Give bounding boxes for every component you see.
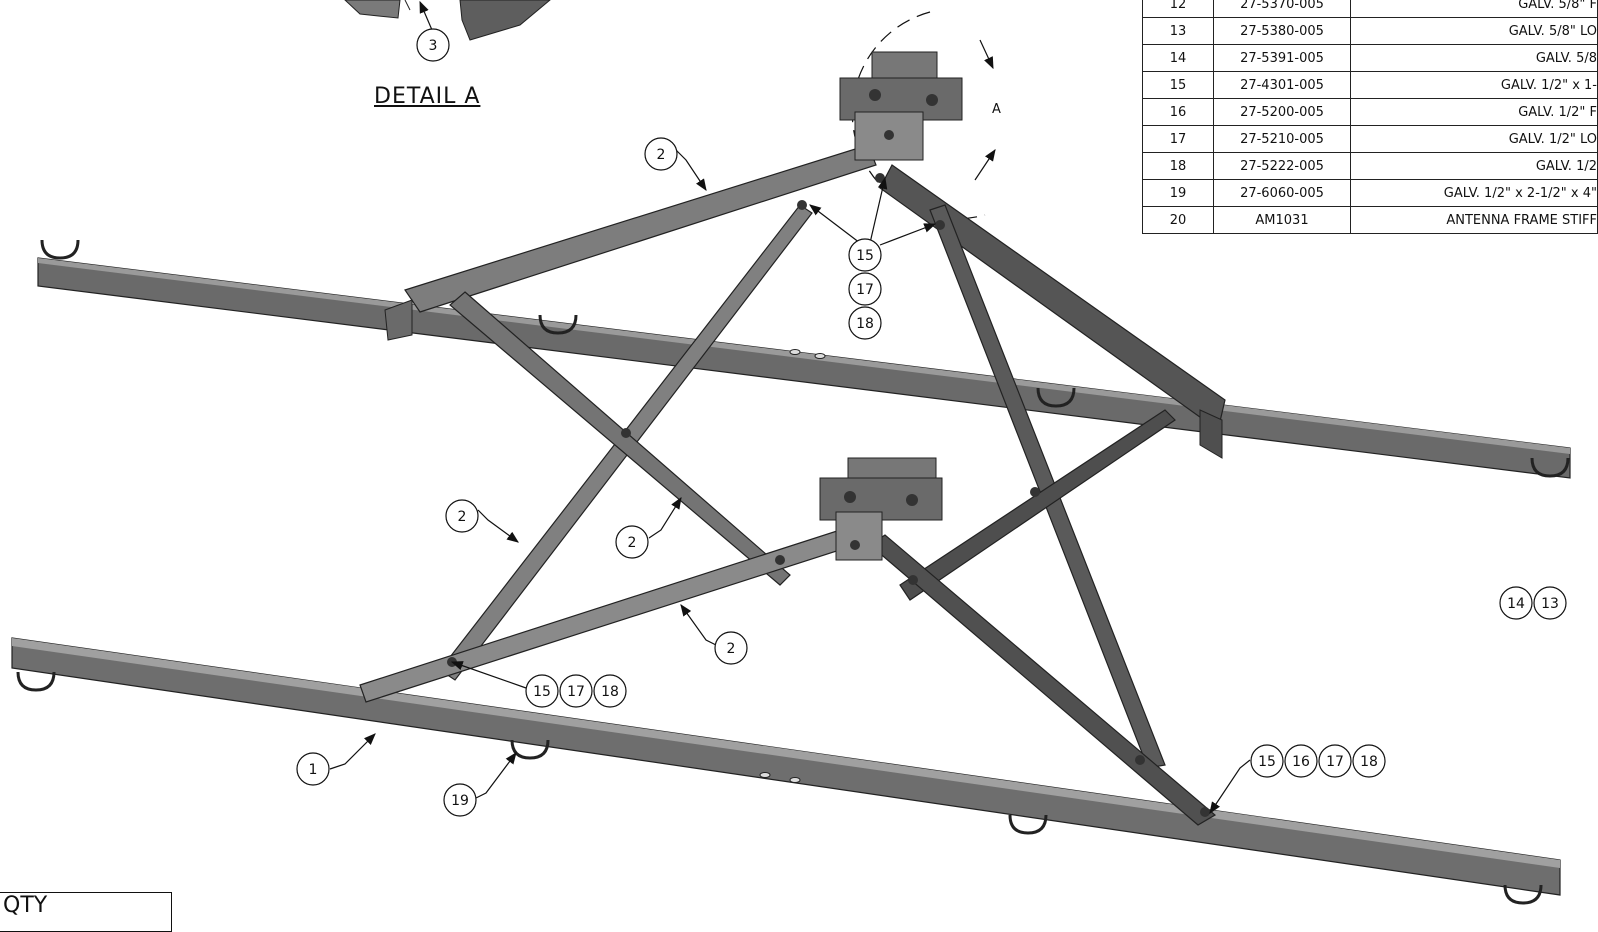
bom-description: GALV. 1/2 [1350, 152, 1598, 180]
bom-description: GALV. 1/2" LO [1350, 125, 1598, 153]
bom-part-number: 27-5380-005 [1213, 17, 1351, 45]
bom-description: GALV. 5/8" LO [1350, 17, 1598, 45]
balloon-19: 19 [443, 783, 477, 817]
svg-text:2: 2 [727, 641, 736, 657]
bottom-pipe-clamp [819, 457, 943, 561]
svg-text:17: 17 [567, 684, 585, 700]
qty-header-box: QTY [0, 892, 172, 932]
bom-part-number: 27-6060-005 [1213, 179, 1351, 207]
balloon-17-right: 17 [1318, 744, 1352, 778]
svg-text:3: 3 [429, 38, 438, 54]
svg-text:18: 18 [601, 684, 619, 700]
balloon-16-right: 16 [1284, 744, 1318, 778]
svg-text:14: 14 [1507, 596, 1525, 612]
detail-a-fragment [344, 0, 551, 41]
bom-part-number: 27-5370-005 [1213, 0, 1351, 18]
svg-text:1: 1 [309, 762, 318, 778]
bom-item-number: 12 [1142, 0, 1214, 18]
svg-text:13: 13 [1541, 596, 1559, 612]
balloon-14: 14 [1499, 586, 1533, 620]
bolt-heads [447, 200, 1210, 817]
bom-part-number: AM1031 [1213, 206, 1351, 234]
bom-part-number: 27-5200-005 [1213, 98, 1351, 126]
svg-text:2: 2 [458, 509, 467, 525]
upper-frame-arms [384, 144, 1226, 459]
balloon-2-bottom: 2 [714, 631, 748, 665]
bom-item-number: 15 [1142, 71, 1214, 99]
svg-text:19: 19 [451, 793, 469, 809]
svg-text:16: 16 [1292, 754, 1310, 770]
balloon-2-left: 2 [445, 499, 479, 533]
bom-item-number: 14 [1142, 44, 1214, 72]
balloon-18-left: 18 [593, 674, 627, 708]
upper-cross-bar [37, 257, 1571, 479]
balloon-17-left: 17 [559, 674, 593, 708]
balloon-1: 1 [296, 752, 330, 786]
svg-text:2: 2 [628, 535, 637, 551]
svg-text:15: 15 [1258, 754, 1276, 770]
bom-item-number: 20 [1142, 206, 1214, 234]
top-pipe-clamp [839, 51, 963, 183]
bom-description: GALV. 5/8" F [1350, 0, 1598, 18]
svg-text:17: 17 [856, 282, 874, 298]
detail-a-label: DETAIL A [374, 84, 481, 109]
bom-part-number: 27-5222-005 [1213, 152, 1351, 180]
svg-text:18: 18 [856, 316, 874, 332]
bom-part-number: 27-5210-005 [1213, 125, 1351, 153]
u-bolt-hooks [16, 239, 1570, 905]
balloon-13: 13 [1533, 586, 1567, 620]
bom-item-number: 18 [1142, 152, 1214, 180]
bom-item-number: 17 [1142, 125, 1214, 153]
balloon-3: 3 [416, 28, 450, 62]
view-letter-a: A [992, 102, 1001, 117]
leader-lines [329, 0, 1251, 814]
balloon-2-center: 2 [615, 525, 649, 559]
balloon-15-top: 15 [848, 238, 882, 272]
balloon-18-top: 18 [848, 306, 882, 340]
bom-description: GALV. 5/8 [1350, 44, 1598, 72]
svg-text:17: 17 [1326, 754, 1344, 770]
bom-description: GALV. 1/2" x 1- [1350, 71, 1598, 99]
lower-cross-bar [11, 637, 1561, 896]
balloon-17-top: 17 [848, 272, 882, 306]
bom-item-number: 16 [1142, 98, 1214, 126]
svg-text:18: 18 [1360, 754, 1378, 770]
bom-item-number: 13 [1142, 17, 1214, 45]
bom-description: ANTENNA FRAME STIFF [1350, 206, 1598, 234]
diagonal-braces [359, 204, 1217, 826]
bom-item-number: 19 [1142, 179, 1214, 207]
balloon-15-left: 15 [525, 674, 559, 708]
balloon-18-right: 18 [1352, 744, 1386, 778]
bom-description: GALV. 1/2" F [1350, 98, 1598, 126]
svg-text:15: 15 [856, 248, 874, 264]
svg-text:15: 15 [533, 684, 551, 700]
bom-part-number: 27-4301-005 [1213, 71, 1351, 99]
bom-description: GALV. 1/2" x 2-1/2" x 4" [1350, 179, 1598, 207]
bom-part-number: 27-5391-005 [1213, 44, 1351, 72]
balloon-2-top: 2 [644, 137, 678, 171]
svg-text:2: 2 [657, 147, 666, 163]
balloon-15-right: 15 [1250, 744, 1284, 778]
